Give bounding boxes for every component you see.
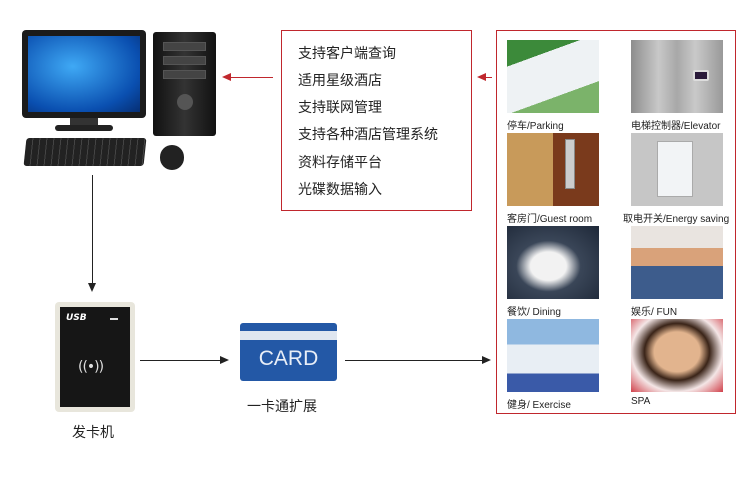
computer-monitor-icon [22, 30, 146, 118]
card-icon: CARD [240, 323, 337, 381]
monitor-stand [70, 118, 98, 126]
arrow-right-icon [482, 356, 491, 364]
computer-tower-icon [153, 32, 216, 136]
usb-logo: USB [66, 313, 87, 323]
rfid-wave-icon: ((•)) [78, 359, 104, 375]
connector-line [486, 77, 492, 78]
feature-item: 支持各种酒店管理系统 [298, 127, 438, 143]
feature-item: 支持联网管理 [298, 100, 382, 116]
app-caption: 取电开关/Energy saving [623, 214, 730, 225]
keyboard-icon [23, 138, 147, 166]
app-caption: 健身/ Exercise [507, 400, 571, 411]
led-indicator [110, 318, 118, 320]
card-issuer-device: USB ((•)) [55, 302, 135, 412]
connector-line [345, 360, 482, 361]
app-caption: 餐饮/ Dining [507, 307, 561, 318]
app-caption: 电梯控制器/Elevator [631, 121, 721, 132]
app-caption: SPA [631, 396, 651, 407]
mouse-icon [160, 145, 184, 170]
connector-line [231, 77, 273, 78]
monitor-base [55, 125, 113, 131]
dining-image [507, 226, 599, 299]
spa-image [631, 319, 723, 392]
elevator-image [631, 40, 723, 113]
guest-room-image [507, 133, 599, 206]
card-text: CARD [258, 347, 319, 370]
arrow-left-icon [222, 73, 231, 81]
arrow-down-icon [88, 283, 96, 292]
app-caption: 停车/Parking [507, 121, 564, 132]
parking-image [507, 40, 599, 113]
fun-image [631, 226, 723, 299]
connector-line [140, 360, 220, 361]
feature-item: 支持客户端查询 [298, 46, 396, 62]
card-label: 一卡通扩展 [247, 399, 317, 415]
arrow-right-icon [220, 356, 229, 364]
reader-label: 发卡机 [72, 425, 114, 441]
connector-line [92, 175, 93, 283]
features-box: 支持客户端查询 适用星级酒店 支持联网管理 支持各种酒店管理系统 资料存储平台 … [281, 30, 472, 211]
energy-saving-image [631, 133, 723, 206]
feature-item: 光碟数据输入 [298, 182, 382, 198]
app-caption: 客房门/Guest room [507, 214, 593, 225]
applications-panel: 停车/Parking 电梯控制器/Elevator 客房门/Guest room… [496, 30, 736, 414]
exercise-image [507, 319, 599, 392]
arrow-left-icon [477, 73, 486, 81]
app-caption: 娱乐/ FUN [631, 307, 678, 318]
feature-item: 适用星级酒店 [298, 73, 382, 89]
feature-item: 资料存储平台 [298, 155, 382, 171]
